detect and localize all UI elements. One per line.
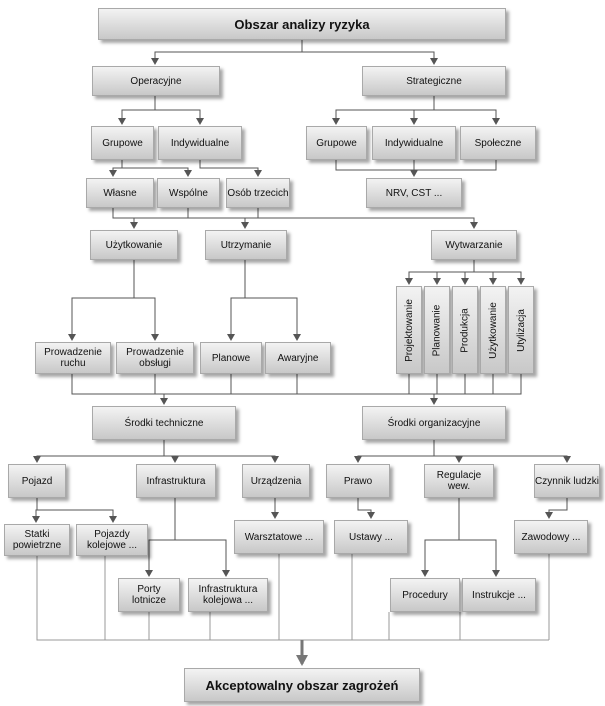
node-zawodowy: Zawodowy ... bbox=[514, 520, 588, 554]
node-op-indywidualne: Indywidualne bbox=[158, 126, 242, 160]
node-label: Utylizacja bbox=[515, 308, 527, 352]
node-uzytkowanie-wyt: Użytkowanie bbox=[480, 286, 506, 374]
node-strategiczne: Strategiczne bbox=[362, 66, 506, 96]
node-op-grupowe: Grupowe bbox=[91, 126, 154, 160]
node-utylizacja: Utylizacja bbox=[508, 286, 534, 374]
node-st-indywidualne: Indywidualne bbox=[372, 126, 456, 160]
node-prowadzenie-ruchu: Prowadzenie ruchu bbox=[35, 342, 111, 374]
node-label: Wytwarzanie bbox=[445, 239, 503, 251]
node-label: Użytkowanie bbox=[105, 239, 163, 251]
node-urzadzenia: Urządzenia bbox=[242, 464, 310, 498]
node-label: Projektowanie bbox=[403, 298, 415, 362]
node-label: Prowadzenie obsługi bbox=[126, 347, 184, 369]
node-wspolne: Wspólne bbox=[157, 178, 220, 208]
root-node: Obszar analizy ryzyka bbox=[98, 8, 506, 40]
node-warsztatowe: Warsztatowe ... bbox=[234, 520, 324, 554]
node-operacyjne: Operacyjne bbox=[92, 66, 220, 96]
node-uzytkowanie: Użytkowanie bbox=[90, 230, 178, 260]
node-prowadzenie-obslugi: Prowadzenie obsługi bbox=[116, 342, 194, 374]
node-infrastruktura: Infrastruktura bbox=[136, 464, 216, 498]
node-label: Środki organizacyjne bbox=[387, 417, 481, 429]
node-label: Czynnik ludzki bbox=[535, 475, 599, 487]
node-pojazd: Pojazd bbox=[8, 464, 66, 498]
node-prawo: Prawo bbox=[326, 464, 390, 498]
node-st-spoleczne: Społeczne bbox=[460, 126, 536, 160]
node-awaryjne: Awaryjne bbox=[265, 342, 331, 374]
node-label: Środki techniczne bbox=[124, 417, 204, 429]
node-st-grupowe: Grupowe bbox=[306, 126, 367, 160]
footer-node-label: Akceptowalny obszar zagrożeń bbox=[205, 677, 399, 693]
node-osob-trzecich: Osób trzecich bbox=[226, 178, 290, 208]
node-label: Społeczne bbox=[474, 137, 522, 149]
node-label: Warsztatowe ... bbox=[244, 531, 314, 543]
node-label: Prowadzenie ruchu bbox=[44, 347, 102, 369]
node-label: Prawo bbox=[343, 475, 373, 487]
node-label: Grupowe bbox=[102, 137, 143, 149]
node-label: Osób trzecich bbox=[227, 187, 289, 199]
node-label: Operacyjne bbox=[130, 75, 182, 87]
node-projektowanie: Projektowanie bbox=[396, 286, 422, 374]
node-label: Procedury bbox=[402, 589, 448, 601]
node-procedury: Procedury bbox=[390, 578, 460, 612]
node-nrv: NRV, CST ... bbox=[366, 178, 462, 208]
node-label: Planowe bbox=[211, 352, 251, 364]
footer-node: Akceptowalny obszar zagrożeń bbox=[184, 668, 420, 702]
node-label: Awaryjne bbox=[277, 352, 319, 364]
node-label: Indywidualne bbox=[170, 137, 230, 149]
node-label: NRV, CST ... bbox=[385, 187, 443, 199]
node-label: Regulacje wew. bbox=[436, 470, 482, 492]
node-regulacje: Regulacje wew. bbox=[424, 464, 494, 498]
node-porty: Porty lotnicze bbox=[118, 578, 180, 612]
node-produkcja: Produkcja bbox=[452, 286, 478, 374]
node-label: Ustawy ... bbox=[349, 531, 393, 543]
node-label: Planowanie bbox=[431, 304, 443, 356]
node-label: Własne bbox=[103, 187, 137, 199]
node-planowanie: Planowanie bbox=[424, 286, 450, 374]
node-srodki-techniczne: Środki techniczne bbox=[92, 406, 236, 440]
node-label: Grupowe bbox=[316, 137, 357, 149]
node-utrzymanie: Utrzymanie bbox=[205, 230, 287, 260]
node-statki: Statki powietrzne bbox=[4, 524, 70, 556]
node-label: Zawodowy ... bbox=[521, 531, 581, 543]
node-label: Utrzymanie bbox=[220, 239, 272, 251]
node-planowe: Planowe bbox=[200, 342, 262, 374]
node-label: Urządzenia bbox=[250, 475, 302, 487]
root-node-label: Obszar analizy ryzyka bbox=[234, 16, 370, 32]
node-instrukcje: Instrukcje ... bbox=[462, 578, 536, 612]
node-label: Strategiczne bbox=[406, 75, 462, 87]
node-label: Porty lotnicze bbox=[132, 584, 166, 606]
node-ustawy: Ustawy ... bbox=[334, 520, 408, 554]
node-wlasne: Własne bbox=[86, 178, 154, 208]
node-label: Wspólne bbox=[169, 187, 208, 199]
node-label: Indywidualne bbox=[384, 137, 444, 149]
node-label: Infrastruktura bbox=[146, 475, 206, 487]
node-label: Pojazdy kolejowe ... bbox=[86, 529, 138, 551]
node-label: Statki powietrzne bbox=[12, 529, 62, 551]
node-wytwarzanie: Wytwarzanie bbox=[431, 230, 517, 260]
node-srodki-organizacyjne: Środki organizacyjne bbox=[362, 406, 506, 440]
node-label: Instrukcje ... bbox=[472, 589, 526, 601]
node-pojazdy-kolejowe: Pojazdy kolejowe ... bbox=[76, 524, 148, 556]
node-label: Pojazd bbox=[21, 475, 53, 487]
node-label: Infrastruktura kolejowa ... bbox=[198, 584, 258, 606]
node-infra-kolejowa: Infrastruktura kolejowa ... bbox=[188, 578, 268, 612]
node-label: Użytkowanie bbox=[487, 301, 499, 359]
node-czynnik: Czynnik ludzki bbox=[534, 464, 600, 498]
node-label: Produkcja bbox=[459, 307, 471, 353]
